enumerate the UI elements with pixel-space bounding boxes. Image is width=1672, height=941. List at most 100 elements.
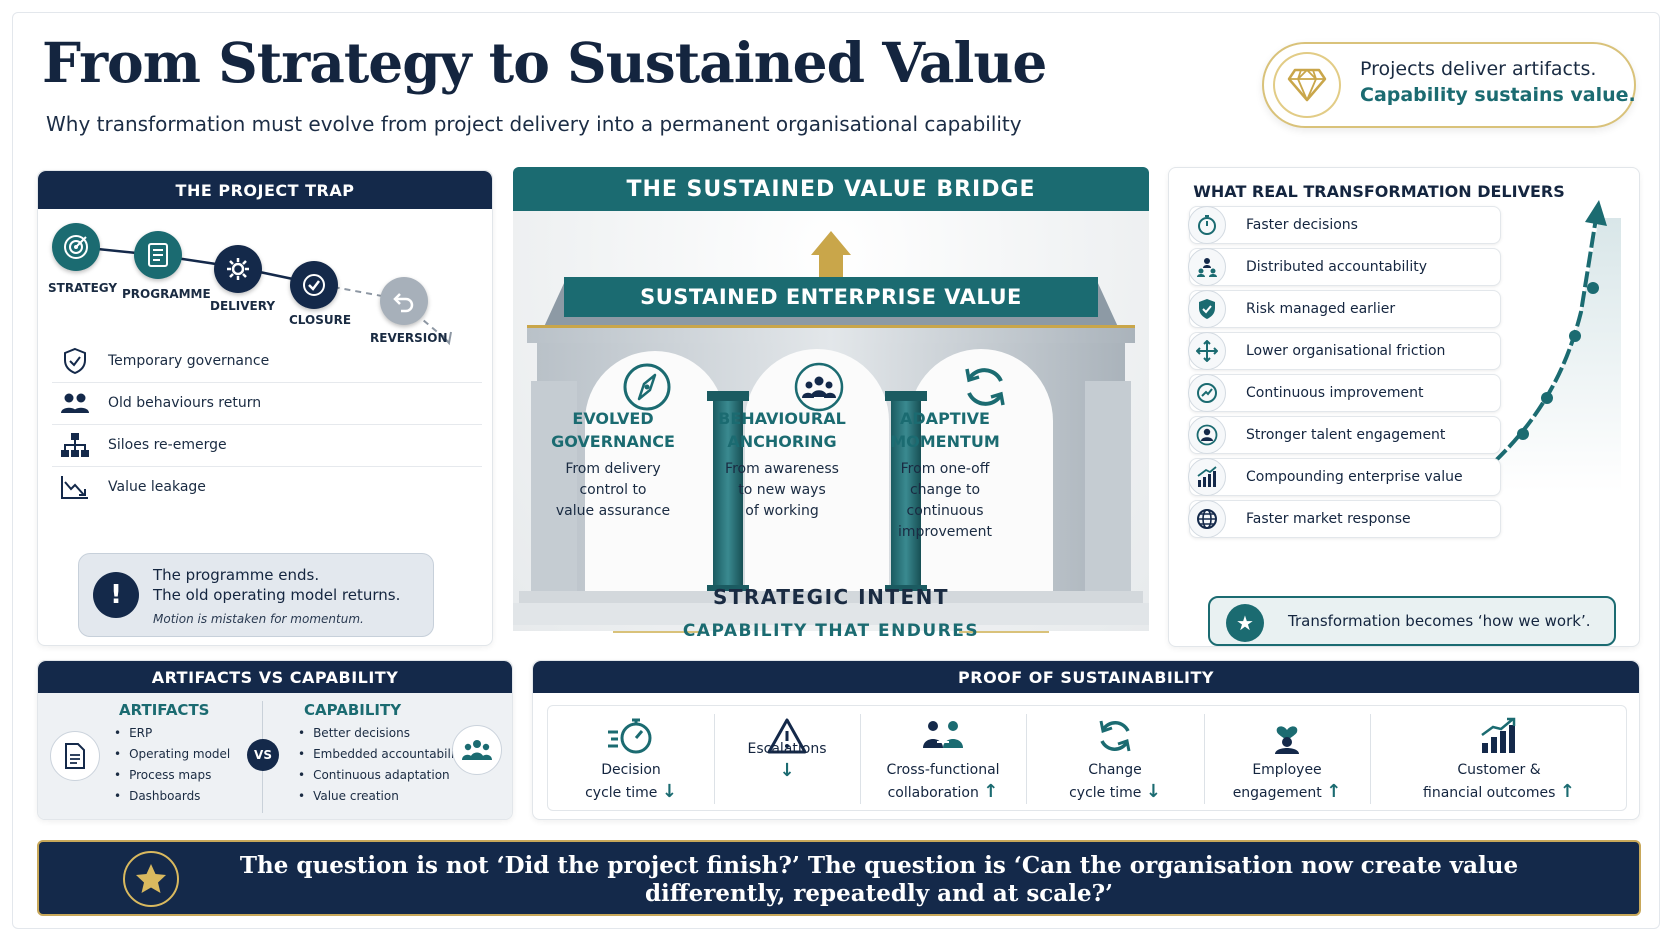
trap-note-line-2: The old operating model returns.: [153, 586, 401, 604]
benefit-label: Lower organisational friction: [1246, 343, 1446, 359]
pillar-desc-line: control to: [579, 482, 647, 498]
benefit-continuous-improvement: Continuous improvement: [1188, 374, 1501, 412]
step-delivery-label: DELIVERY: [210, 299, 276, 313]
bridge-foundation-label: STRATEGIC INTENT: [712, 585, 950, 609]
star-icon: ★: [1226, 604, 1264, 642]
people-icon: [52, 392, 98, 414]
capability-item: Better decisions: [298, 723, 466, 744]
step-closure-label: CLOSURE: [289, 313, 352, 327]
closing-question-banner: The question is not ‘Did the project fin…: [37, 840, 1641, 916]
arrow-up-icon: ↑: [1559, 781, 1575, 802]
metric-label: Change: [1088, 762, 1142, 778]
globe-icon: [1188, 500, 1226, 538]
pillar-heading-1: BEHAVIOURAL: [718, 409, 846, 428]
metric-label: Cross-functional: [886, 762, 1000, 778]
capability-column-title: CAPABILITY: [304, 701, 402, 719]
metric-customer-financial: Customer & financial outcomes ↑: [1370, 706, 1628, 812]
pillar-adaptive-momentum: ADAPTIVE MOMENTUM From one-off change to…: [885, 407, 1005, 543]
trap-item-label: Siloes re-emerge: [108, 436, 227, 453]
arrow-up-icon: ↑: [983, 781, 999, 802]
metric-employee-engagement: Employee engagement ↑: [1204, 706, 1370, 812]
benefit-talent-engagement: Stronger talent engagement: [1188, 416, 1501, 454]
metric-label: financial outcomes: [1423, 785, 1556, 801]
sustained-value-bridge: THE SUSTAINED VALUE BRIDGE: [513, 167, 1149, 647]
metric-label: Customer &: [1457, 762, 1541, 778]
bar-growth-icon: [1188, 458, 1226, 496]
pillar-description: From one-off change to continuous improv…: [885, 459, 1005, 543]
bridge-footer-label: CAPABILITY THAT ENDURES: [682, 621, 980, 641]
benefit-compounding-value: Compounding enterprise value: [1188, 458, 1501, 496]
artifacts-column-title: ARTIFACTS: [119, 701, 210, 719]
trap-item-label: Value leakage: [108, 479, 206, 495]
metric-escalations: Escalations ↓: [714, 706, 860, 812]
artifacts-vs-capability-panel: ARTIFACTS VS CAPABILITY ARTIFACTS ERP Op…: [37, 660, 513, 820]
proof-title: PROOF OF SUSTAINABILITY: [533, 661, 1639, 693]
pillar-heading-2: MOMENTUM: [890, 432, 1000, 451]
metric-cross-functional: Cross-functional collaboration ↑: [860, 706, 1026, 812]
pillar-heading-1: ADAPTIVE: [900, 409, 990, 428]
pillar-desc-line: From awareness: [725, 461, 839, 477]
benefit-lower-friction: Lower organisational friction: [1188, 332, 1501, 370]
artifacts-title: ARTIFACTS VS CAPABILITY: [38, 661, 512, 693]
step-programme-icon: [134, 231, 182, 279]
artifacts-list: ERP Operating model Process maps Dashboa…: [114, 723, 230, 807]
vs-badge: VS: [247, 739, 279, 771]
real-transformation-title: WHAT REAL TRANSFORMATION DELIVERS: [1193, 182, 1565, 201]
gauge-icon: [1188, 374, 1226, 412]
bridge-banner: SUSTAINED ENTERPRISE VALUE: [564, 277, 1098, 317]
arrow-down-icon: ↓: [1145, 781, 1161, 802]
metric-label: Escalations: [747, 741, 827, 757]
stopwatch-fast-icon: [548, 712, 714, 760]
cycle-icon: [959, 361, 1011, 417]
pillar-heading-1: EVOLVED: [572, 409, 654, 428]
pillar-heading-2: GOVERNANCE: [551, 432, 675, 451]
pillar-desc-line: to new ways: [738, 482, 826, 498]
metric-label: collaboration: [887, 785, 979, 801]
page-title: From Strategy to Sustained Value: [42, 30, 1047, 95]
shield-check-icon: [1188, 290, 1226, 328]
pillar-description: From awareness to new ways of working: [717, 459, 847, 522]
benefit-label: Distributed accountability: [1246, 259, 1427, 275]
benefit-label: Faster market response: [1246, 511, 1411, 527]
arrows-out-icon: [1188, 332, 1226, 370]
trap-item-temporary-governance: Temporary governance: [52, 339, 482, 383]
capability-list: Better decisions Embedded accountability…: [298, 723, 466, 807]
arrow-down-icon: ↓: [661, 781, 677, 802]
metric-change-cycle-time: Change cycle time ↓: [1026, 706, 1204, 812]
trap-item-siloes: Siloes re-emerge: [52, 423, 482, 467]
trap-item-label: Temporary governance: [108, 352, 270, 369]
artifact-item: Dashboards: [114, 786, 230, 807]
metric-label: Employee: [1252, 762, 1322, 778]
real-transformation-panel: WHAT REAL TRANSFORMATION DELIVERS Faster…: [1168, 167, 1640, 647]
real-footer-text: Transformation becomes ‘how we work’.: [1288, 612, 1591, 630]
proof-of-sustainability-panel: PROOF OF SUSTAINABILITY Decision cycle t…: [532, 660, 1640, 820]
page-subtitle: Why transformation must evolve from proj…: [46, 112, 1022, 136]
trap-note-line-3: Motion is mistaken for momentum.: [153, 612, 364, 626]
divider: [860, 714, 861, 804]
trap-warning-note: ! The programme ends. The old operating …: [78, 553, 434, 637]
benefit-market-response: Faster market response: [1188, 500, 1501, 538]
trap-item-label: Old behaviours return: [108, 394, 262, 411]
bridge-structure-illustration: [513, 231, 1149, 625]
capability-item: Embedded accountability: [298, 744, 466, 765]
warning-icon: [714, 712, 860, 760]
compass-icon: [621, 361, 673, 417]
person-icon: [1188, 416, 1226, 454]
divider: [1204, 714, 1205, 804]
exclamation-icon: !: [93, 572, 139, 618]
group-icon: [452, 725, 502, 775]
arrow-down-icon: ↓: [779, 760, 795, 781]
divider: [1370, 714, 1371, 804]
pillar-desc-line: improvement: [898, 524, 992, 540]
trap-path-lines: [77, 245, 452, 346]
bridge-title: THE SUSTAINED VALUE BRIDGE: [513, 167, 1149, 211]
step-strategy-label: STRATEGY: [48, 281, 118, 295]
capability-item: Value creation: [298, 786, 466, 807]
pillar-description: From delivery control to value assurance: [551, 459, 675, 522]
benefit-label: Faster decisions: [1246, 217, 1358, 233]
shield-check-icon: [52, 347, 98, 375]
diamond-icon: [1273, 52, 1341, 118]
arrow-up-icon: ↑: [1326, 781, 1342, 802]
pillar-evolved-governance: EVOLVED GOVERNANCE From delivery control…: [551, 407, 675, 522]
collaboration-icon: [860, 712, 1026, 760]
